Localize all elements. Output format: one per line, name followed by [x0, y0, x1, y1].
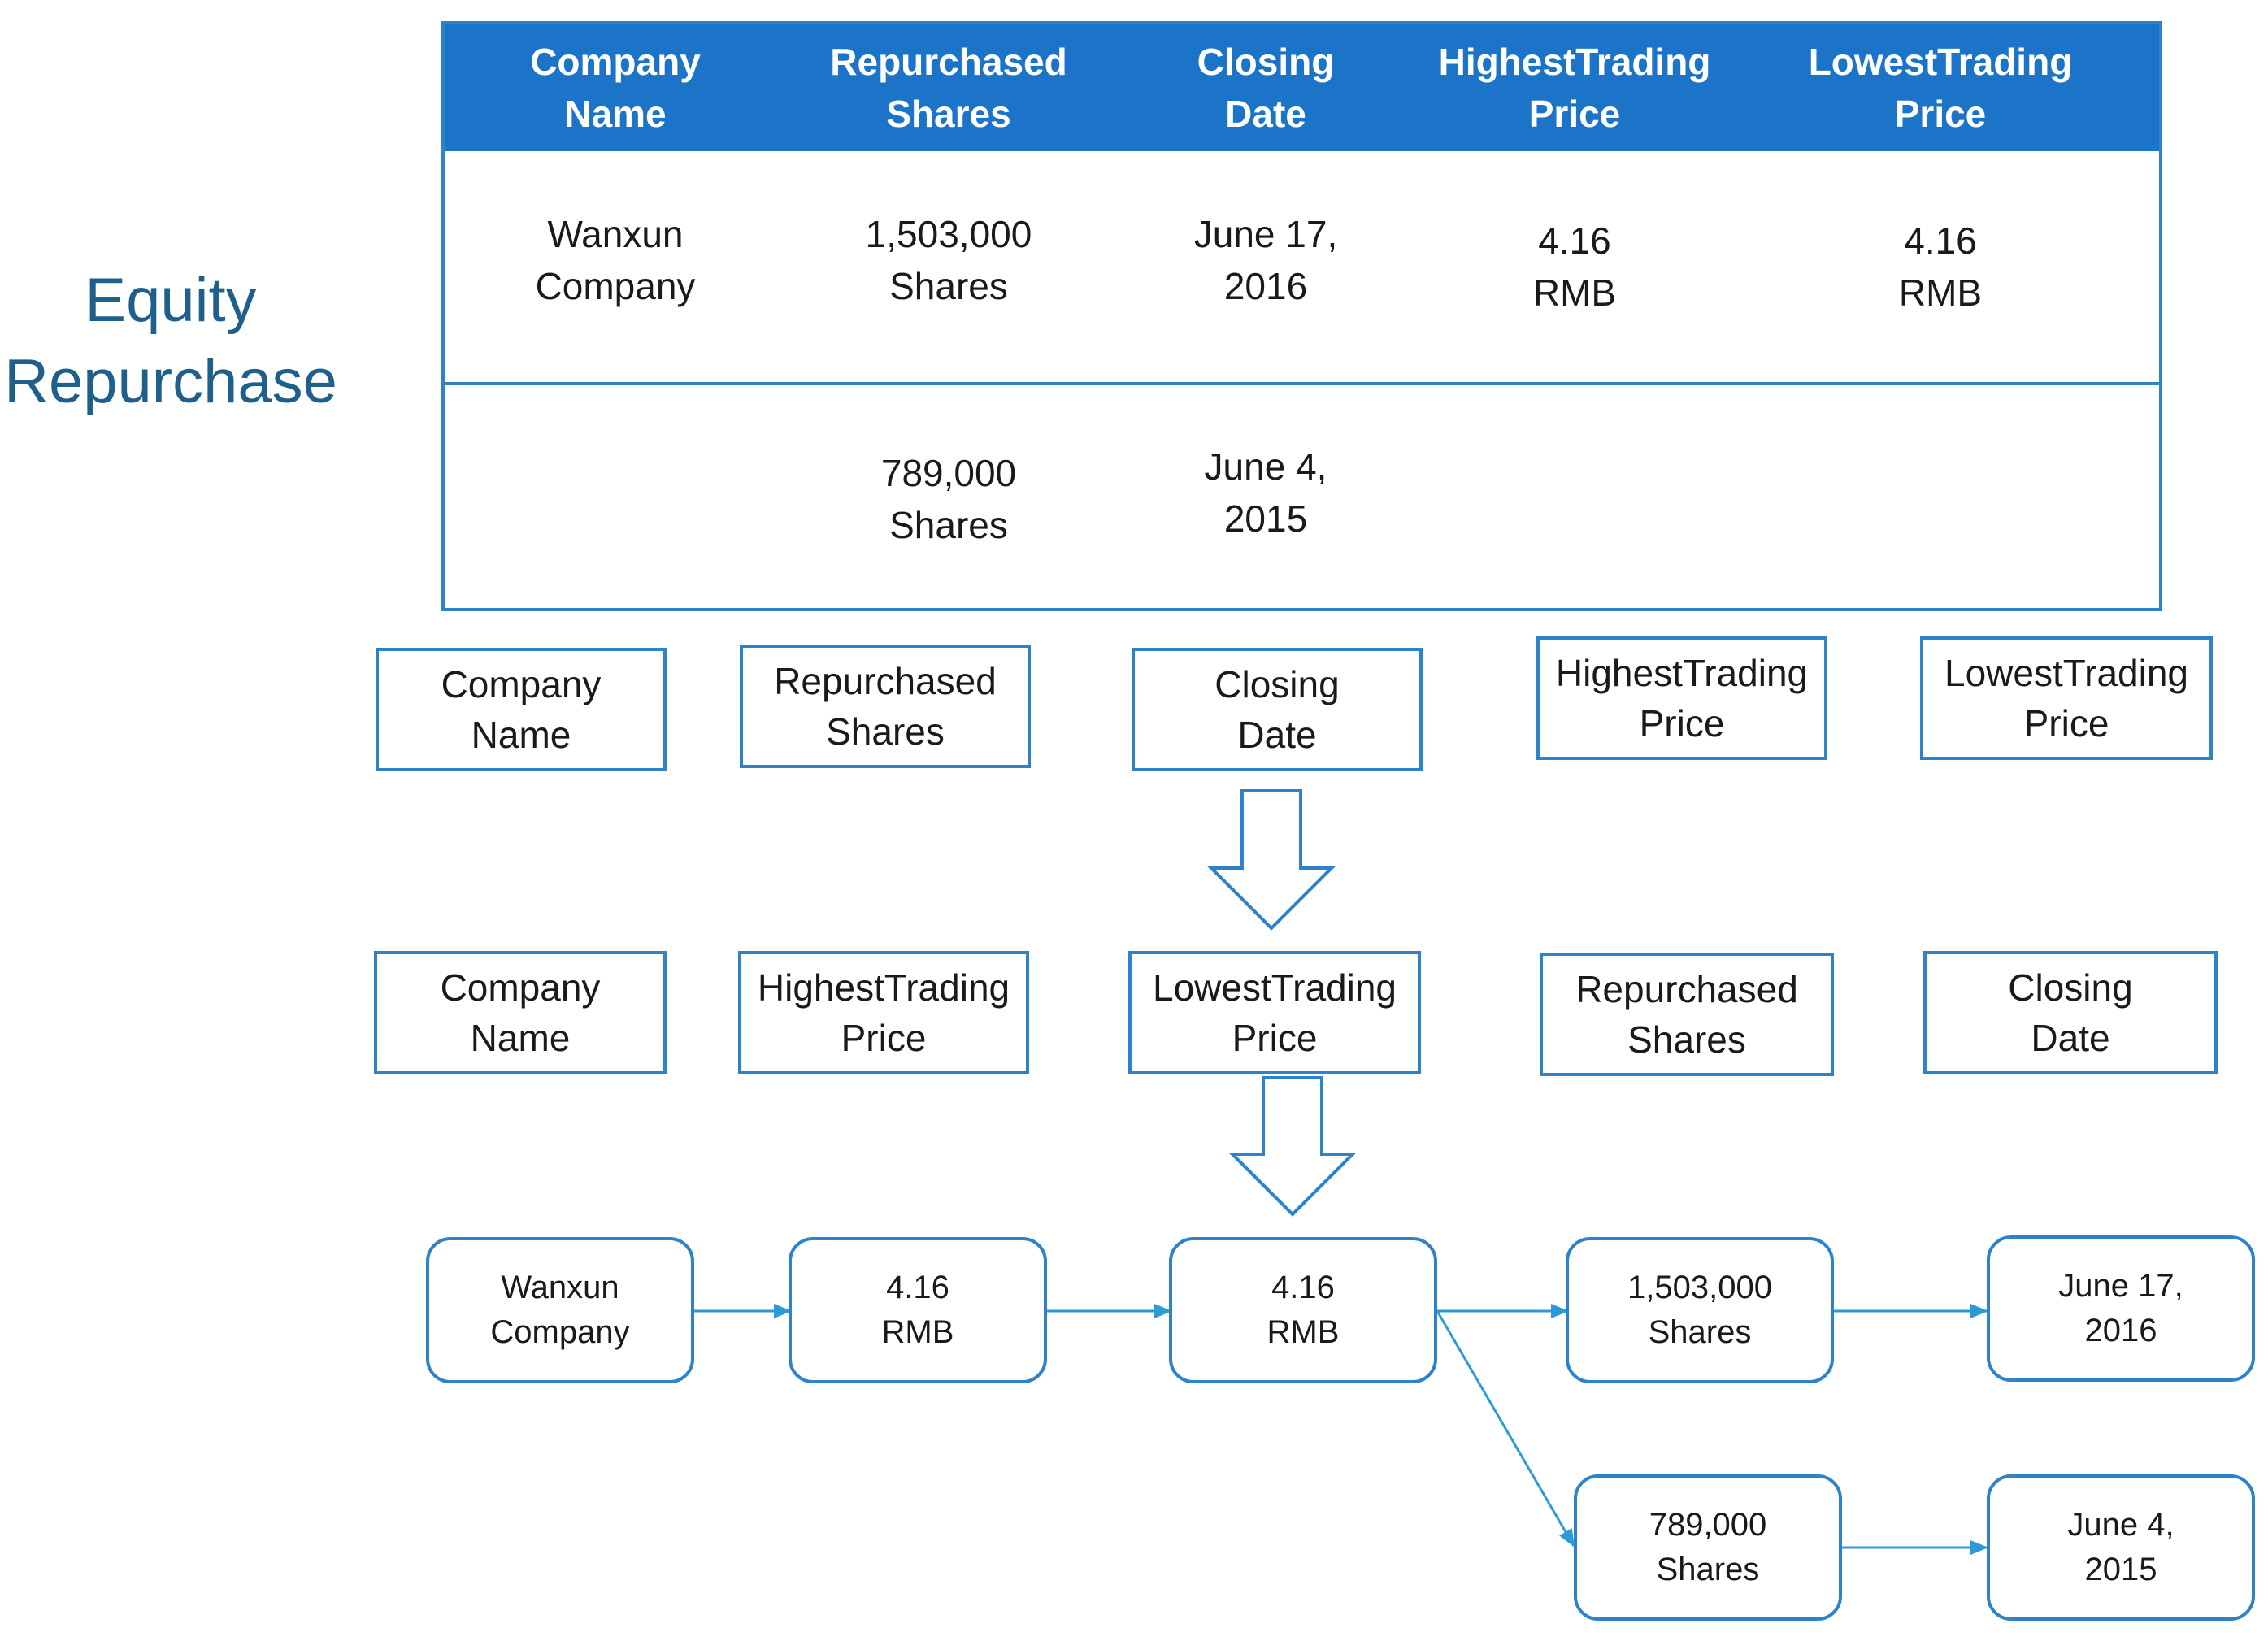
diagram-title: Equity Repurchase: [0, 260, 341, 423]
down-arrow-icon: [1207, 789, 1336, 931]
table-header: [445, 24, 2159, 151]
cell-date-b: June 4,2015: [1204, 445, 1327, 540]
node-date-b: June 4,2015: [1987, 1474, 2255, 1621]
down-arrow-icon: [1228, 1076, 1357, 1217]
title-line-1: Equity: [85, 266, 257, 335]
edge-lowest-to-shares-b: [1436, 1310, 1575, 1548]
node-date-a: June 17,2016: [1987, 1235, 2255, 1382]
cell-date-a: June 17,2016: [1193, 213, 1338, 307]
title-line-2: Repurchase: [4, 347, 337, 416]
table-row-divider: [445, 382, 2159, 385]
